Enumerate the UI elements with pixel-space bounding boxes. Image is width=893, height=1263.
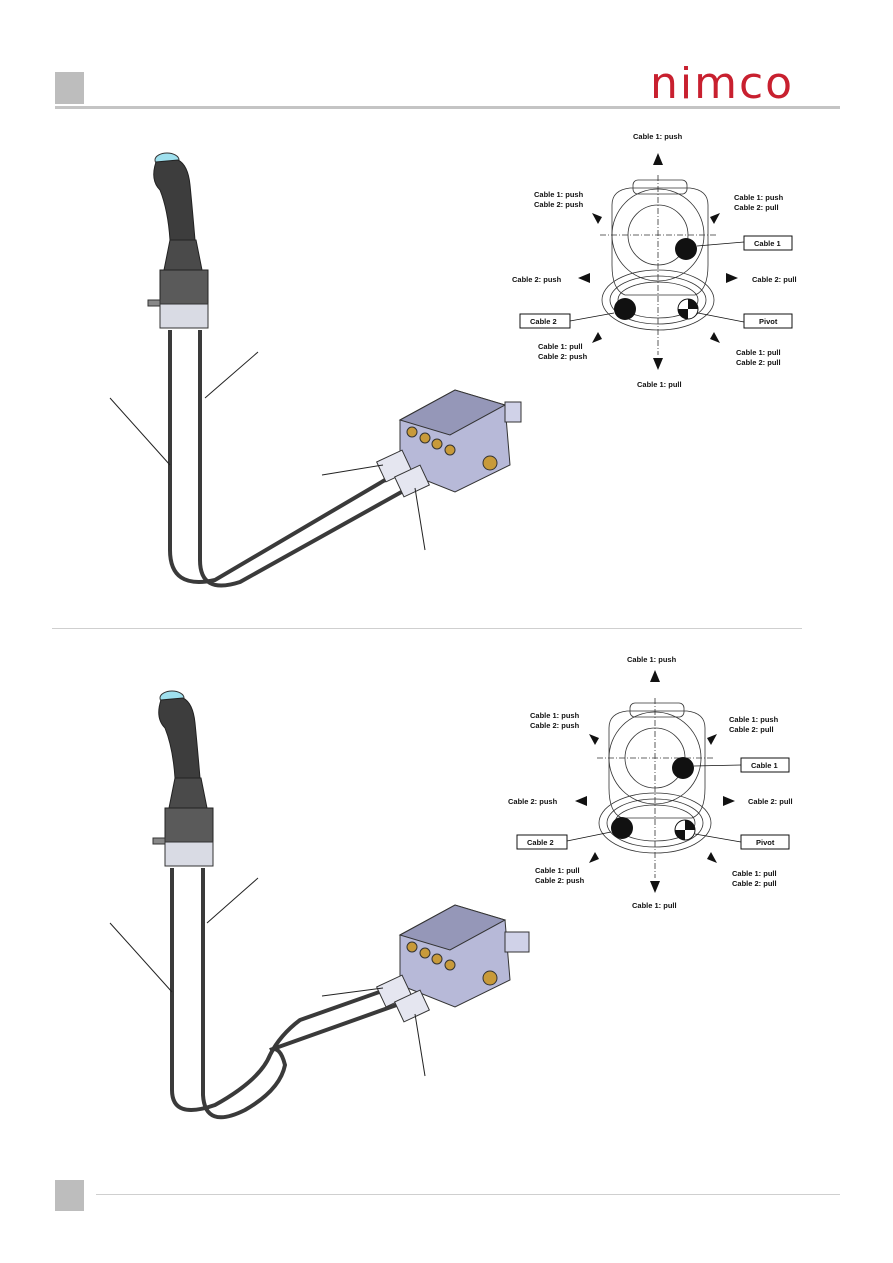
callout-cable1: Cable 1 bbox=[693, 757, 790, 773]
label-s: Cable 1: pull bbox=[637, 380, 682, 389]
label-se-2: Cable 2: pull bbox=[736, 358, 781, 367]
leader-lines bbox=[109, 877, 426, 1077]
label-sw-2: Cable 2: push bbox=[538, 352, 588, 361]
nimco-logo: nimco bbox=[650, 66, 794, 106]
label-e: Cable 2: pull bbox=[748, 797, 793, 806]
cable2-attachment bbox=[611, 817, 633, 839]
label-w: Cable 2: push bbox=[508, 797, 558, 806]
pivot-marker bbox=[677, 298, 699, 320]
cable1-attachment bbox=[675, 238, 697, 260]
label-se-2: Cable 2: pull bbox=[732, 879, 777, 888]
svg-text:Cable 2: Cable 2 bbox=[527, 838, 554, 847]
assembly-illustration-1 bbox=[109, 152, 522, 588]
label-nw-2: Cable 2: push bbox=[534, 200, 584, 209]
joystick-illustration bbox=[152, 690, 214, 867]
footer-tab bbox=[55, 1180, 84, 1211]
pivot-marker bbox=[674, 819, 696, 841]
label-ne-1: Cable 1: push bbox=[734, 193, 784, 202]
label-s: Cable 1: pull bbox=[632, 901, 677, 910]
valve-block-illustration bbox=[375, 904, 530, 1023]
label-n: Cable 1: push bbox=[633, 132, 683, 141]
leader-lines bbox=[109, 351, 426, 551]
label-e: Cable 2: pull bbox=[752, 275, 797, 284]
label-ne-2: Cable 2: pull bbox=[734, 203, 779, 212]
svg-text:Pivot: Pivot bbox=[759, 317, 778, 326]
svg-text:Pivot: Pivot bbox=[756, 838, 775, 847]
assembly-illustration-2 bbox=[109, 690, 530, 1120]
callout-cable2: Cable 2 bbox=[516, 831, 612, 850]
callout-pivot: Pivot bbox=[697, 312, 793, 329]
control-cables bbox=[170, 868, 406, 1120]
label-nw-1: Cable 1: push bbox=[534, 190, 584, 199]
header-rule bbox=[55, 106, 840, 109]
svg-text:Cable 1: Cable 1 bbox=[754, 239, 781, 248]
label-se-1: Cable 1: pull bbox=[732, 869, 777, 878]
footer-rule bbox=[96, 1194, 840, 1195]
label-sw-2: Cable 2: push bbox=[535, 876, 585, 885]
direction-arrows bbox=[578, 153, 738, 370]
direction-arrows bbox=[575, 670, 735, 893]
control-cables bbox=[168, 330, 406, 588]
joystick-top-view bbox=[597, 698, 713, 878]
cable1-attachment bbox=[672, 757, 694, 779]
label-n: Cable 1: push bbox=[627, 655, 677, 664]
direction-diagram-2: Cable 1: push Cable 1: push Cable 2: pul… bbox=[508, 655, 793, 910]
label-sw-1: Cable 1: pull bbox=[535, 866, 580, 875]
header-tab bbox=[55, 72, 84, 104]
callout-cable1: Cable 1 bbox=[696, 235, 793, 251]
direction-diagram-1: Cable 1: push Cable 1: push Cable 2: pul… bbox=[512, 132, 797, 389]
callout-cable2: Cable 2 bbox=[519, 312, 615, 329]
label-sw-1: Cable 1: pull bbox=[538, 342, 583, 351]
label-ne-1: Cable 1: push bbox=[729, 715, 779, 724]
label-w: Cable 2: push bbox=[512, 275, 562, 284]
callout-pivot: Pivot bbox=[694, 833, 790, 850]
valve-block-illustration bbox=[375, 389, 522, 498]
svg-text:nimco: nimco bbox=[650, 66, 794, 106]
cable2-attachment bbox=[614, 298, 636, 320]
label-nw-2: Cable 2: push bbox=[530, 721, 580, 730]
label-nw-1: Cable 1: push bbox=[530, 711, 580, 720]
svg-text:Cable 1: Cable 1 bbox=[751, 761, 778, 770]
section-divider bbox=[52, 628, 802, 629]
svg-text:Cable 2: Cable 2 bbox=[530, 317, 557, 326]
joystick-illustration bbox=[147, 152, 209, 329]
label-ne-2: Cable 2: pull bbox=[729, 725, 774, 734]
label-se-1: Cable 1: pull bbox=[736, 348, 781, 357]
joystick-top-view bbox=[600, 175, 716, 355]
